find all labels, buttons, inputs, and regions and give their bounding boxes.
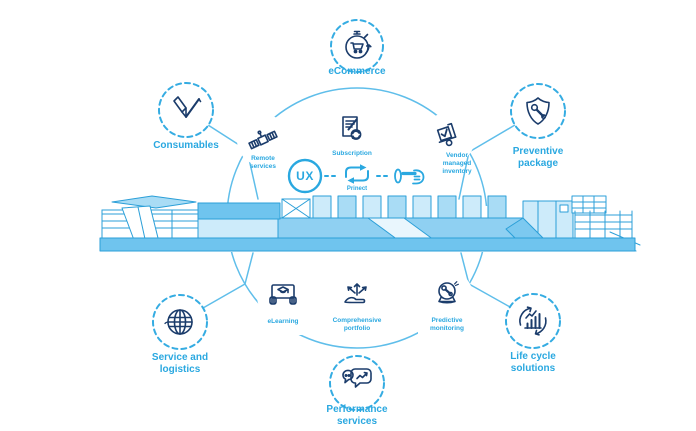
label-performance-services: Performance services <box>326 404 388 427</box>
globe-icon <box>164 309 193 335</box>
chart-cycle-icon <box>519 306 547 336</box>
label-service-logistics: Service and logistics <box>151 352 209 375</box>
press-button-hand-icon <box>394 168 425 185</box>
hand-truck-icon <box>436 122 457 147</box>
crystal-ball-wrench-icon <box>438 281 459 304</box>
ecommerce-circle <box>330 19 384 73</box>
label-ecommerce: eCommerce <box>328 66 386 77</box>
label-life-cycle-solutions: Life cycle solutions <box>510 351 556 374</box>
label-subscription: Subscription <box>332 150 372 157</box>
printing-press-illustration <box>99 195 641 252</box>
label-remote-services: Remote services <box>249 155 277 171</box>
ux-badge-circle <box>287 158 323 194</box>
ux-badge-label: UX <box>296 169 314 183</box>
performance-services-circle <box>329 355 385 411</box>
press-delivery-plate <box>111 195 197 209</box>
hand-arrows-icon <box>344 283 367 304</box>
satellite-icon <box>248 130 278 150</box>
chat-chart-icon <box>342 368 372 388</box>
shield-wrench-icon <box>526 97 550 125</box>
document-refresh-icon <box>342 116 362 140</box>
ink-tube-blade-icon <box>173 96 202 118</box>
label-vendor-managed-inventory: Vendor managed inventory <box>442 152 472 176</box>
exchange-arrows-icon <box>345 164 369 184</box>
label-elearning: eLearning <box>267 318 299 325</box>
press-console <box>197 202 281 220</box>
connector-service-logistics <box>202 252 254 309</box>
label-preventive-package: Preventive package <box>512 146 564 169</box>
stopwatch-cart-icon <box>345 30 372 59</box>
press-printing-units <box>312 195 507 219</box>
label-prinect: Prinect <box>346 186 368 192</box>
tablet-graduation-icon <box>269 284 297 305</box>
label-comprehensive-portfolio: Comprehensive portfolio <box>332 317 382 333</box>
label-consumables: Consumables <box>153 140 219 151</box>
label-predictive-monitoring: Predictive monitoring <box>430 317 464 333</box>
press-base <box>99 237 636 252</box>
life-cycle-circle <box>505 293 561 349</box>
outer-node-circles <box>152 19 566 411</box>
